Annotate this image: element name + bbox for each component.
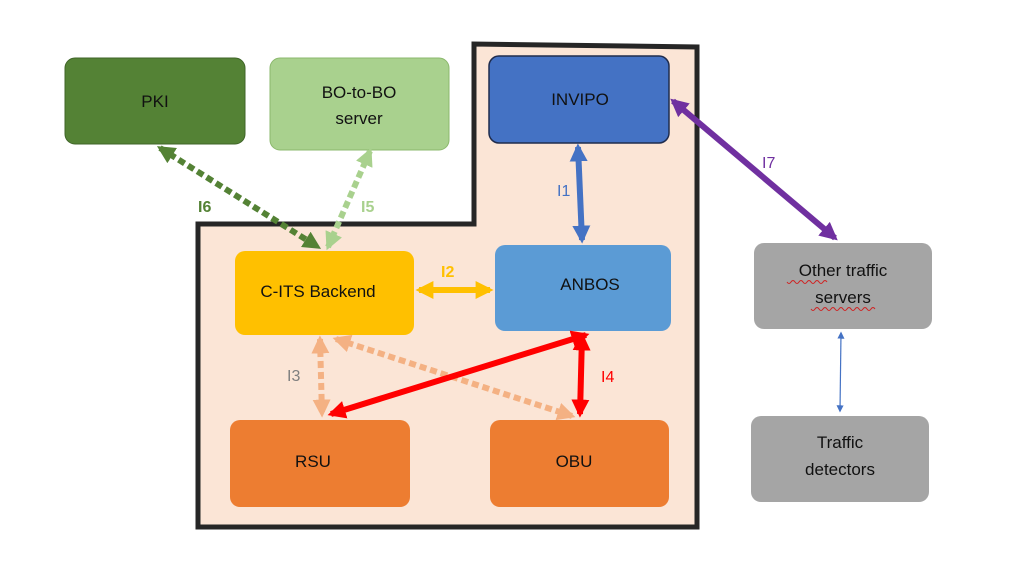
interface-label-i1: I1: [557, 183, 570, 200]
node-invipo-label: INVIPO: [551, 90, 609, 109]
node-rsu-label: RSU: [295, 452, 331, 471]
node-pki[interactable]: PKI: [64, 57, 246, 145]
link-i6-pki-cits: [156, 145, 322, 250]
node-bo-to-bo-label-line2: server: [335, 109, 383, 128]
node-cits-backend[interactable]: C-ITS Backend: [235, 251, 414, 335]
node-traffic-detectors-line2: detectors: [805, 460, 875, 479]
node-other-traffic-servers-line2: servers: [815, 288, 871, 307]
interface-label-i7: I7: [762, 155, 775, 172]
node-obu-label: OBU: [556, 452, 593, 471]
node-cits-backend-label: C-ITS Backend: [260, 282, 375, 301]
spellcheck-underline: [786, 280, 828, 284]
node-other-traffic-servers[interactable]: Other traffic servers: [754, 243, 932, 329]
interface-label-i6: I6: [198, 199, 211, 216]
link-i5-bo-cits: [325, 147, 373, 251]
node-anbos[interactable]: ANBOS: [495, 245, 671, 331]
link-i4-anbos-obu: [571, 332, 591, 418]
node-obu[interactable]: OBU: [490, 420, 669, 507]
node-invipo[interactable]: INVIPO: [488, 55, 670, 144]
interface-label-i4: I4: [601, 369, 614, 386]
node-bo-to-bo-label-line1: BO-to-BO: [322, 83, 397, 102]
node-rsu[interactable]: RSU: [230, 420, 410, 507]
interface-label-i5: I5: [361, 199, 374, 216]
link-other-detectors: [836, 331, 845, 413]
interface-label-i2: I2: [441, 264, 454, 281]
link-i7-invipo-other: [670, 98, 838, 241]
link-i1-invipo-anbos: [569, 143, 591, 244]
spellcheck-underline: [810, 307, 876, 311]
interface-label-i3: I3: [287, 368, 300, 385]
node-traffic-detectors[interactable]: Traffic detectors: [751, 416, 929, 502]
link-i3-cits-rsu: [311, 335, 331, 418]
node-anbos-label: ANBOS: [560, 275, 620, 294]
node-pki-label: PKI: [141, 92, 168, 111]
node-bo-to-bo-server[interactable]: BO-to-BO server: [269, 57, 450, 151]
node-traffic-detectors-line1: Traffic: [817, 433, 864, 452]
node-other-traffic-servers-line1: Other traffic: [799, 261, 888, 280]
link-anbos-rsu: [327, 330, 590, 419]
